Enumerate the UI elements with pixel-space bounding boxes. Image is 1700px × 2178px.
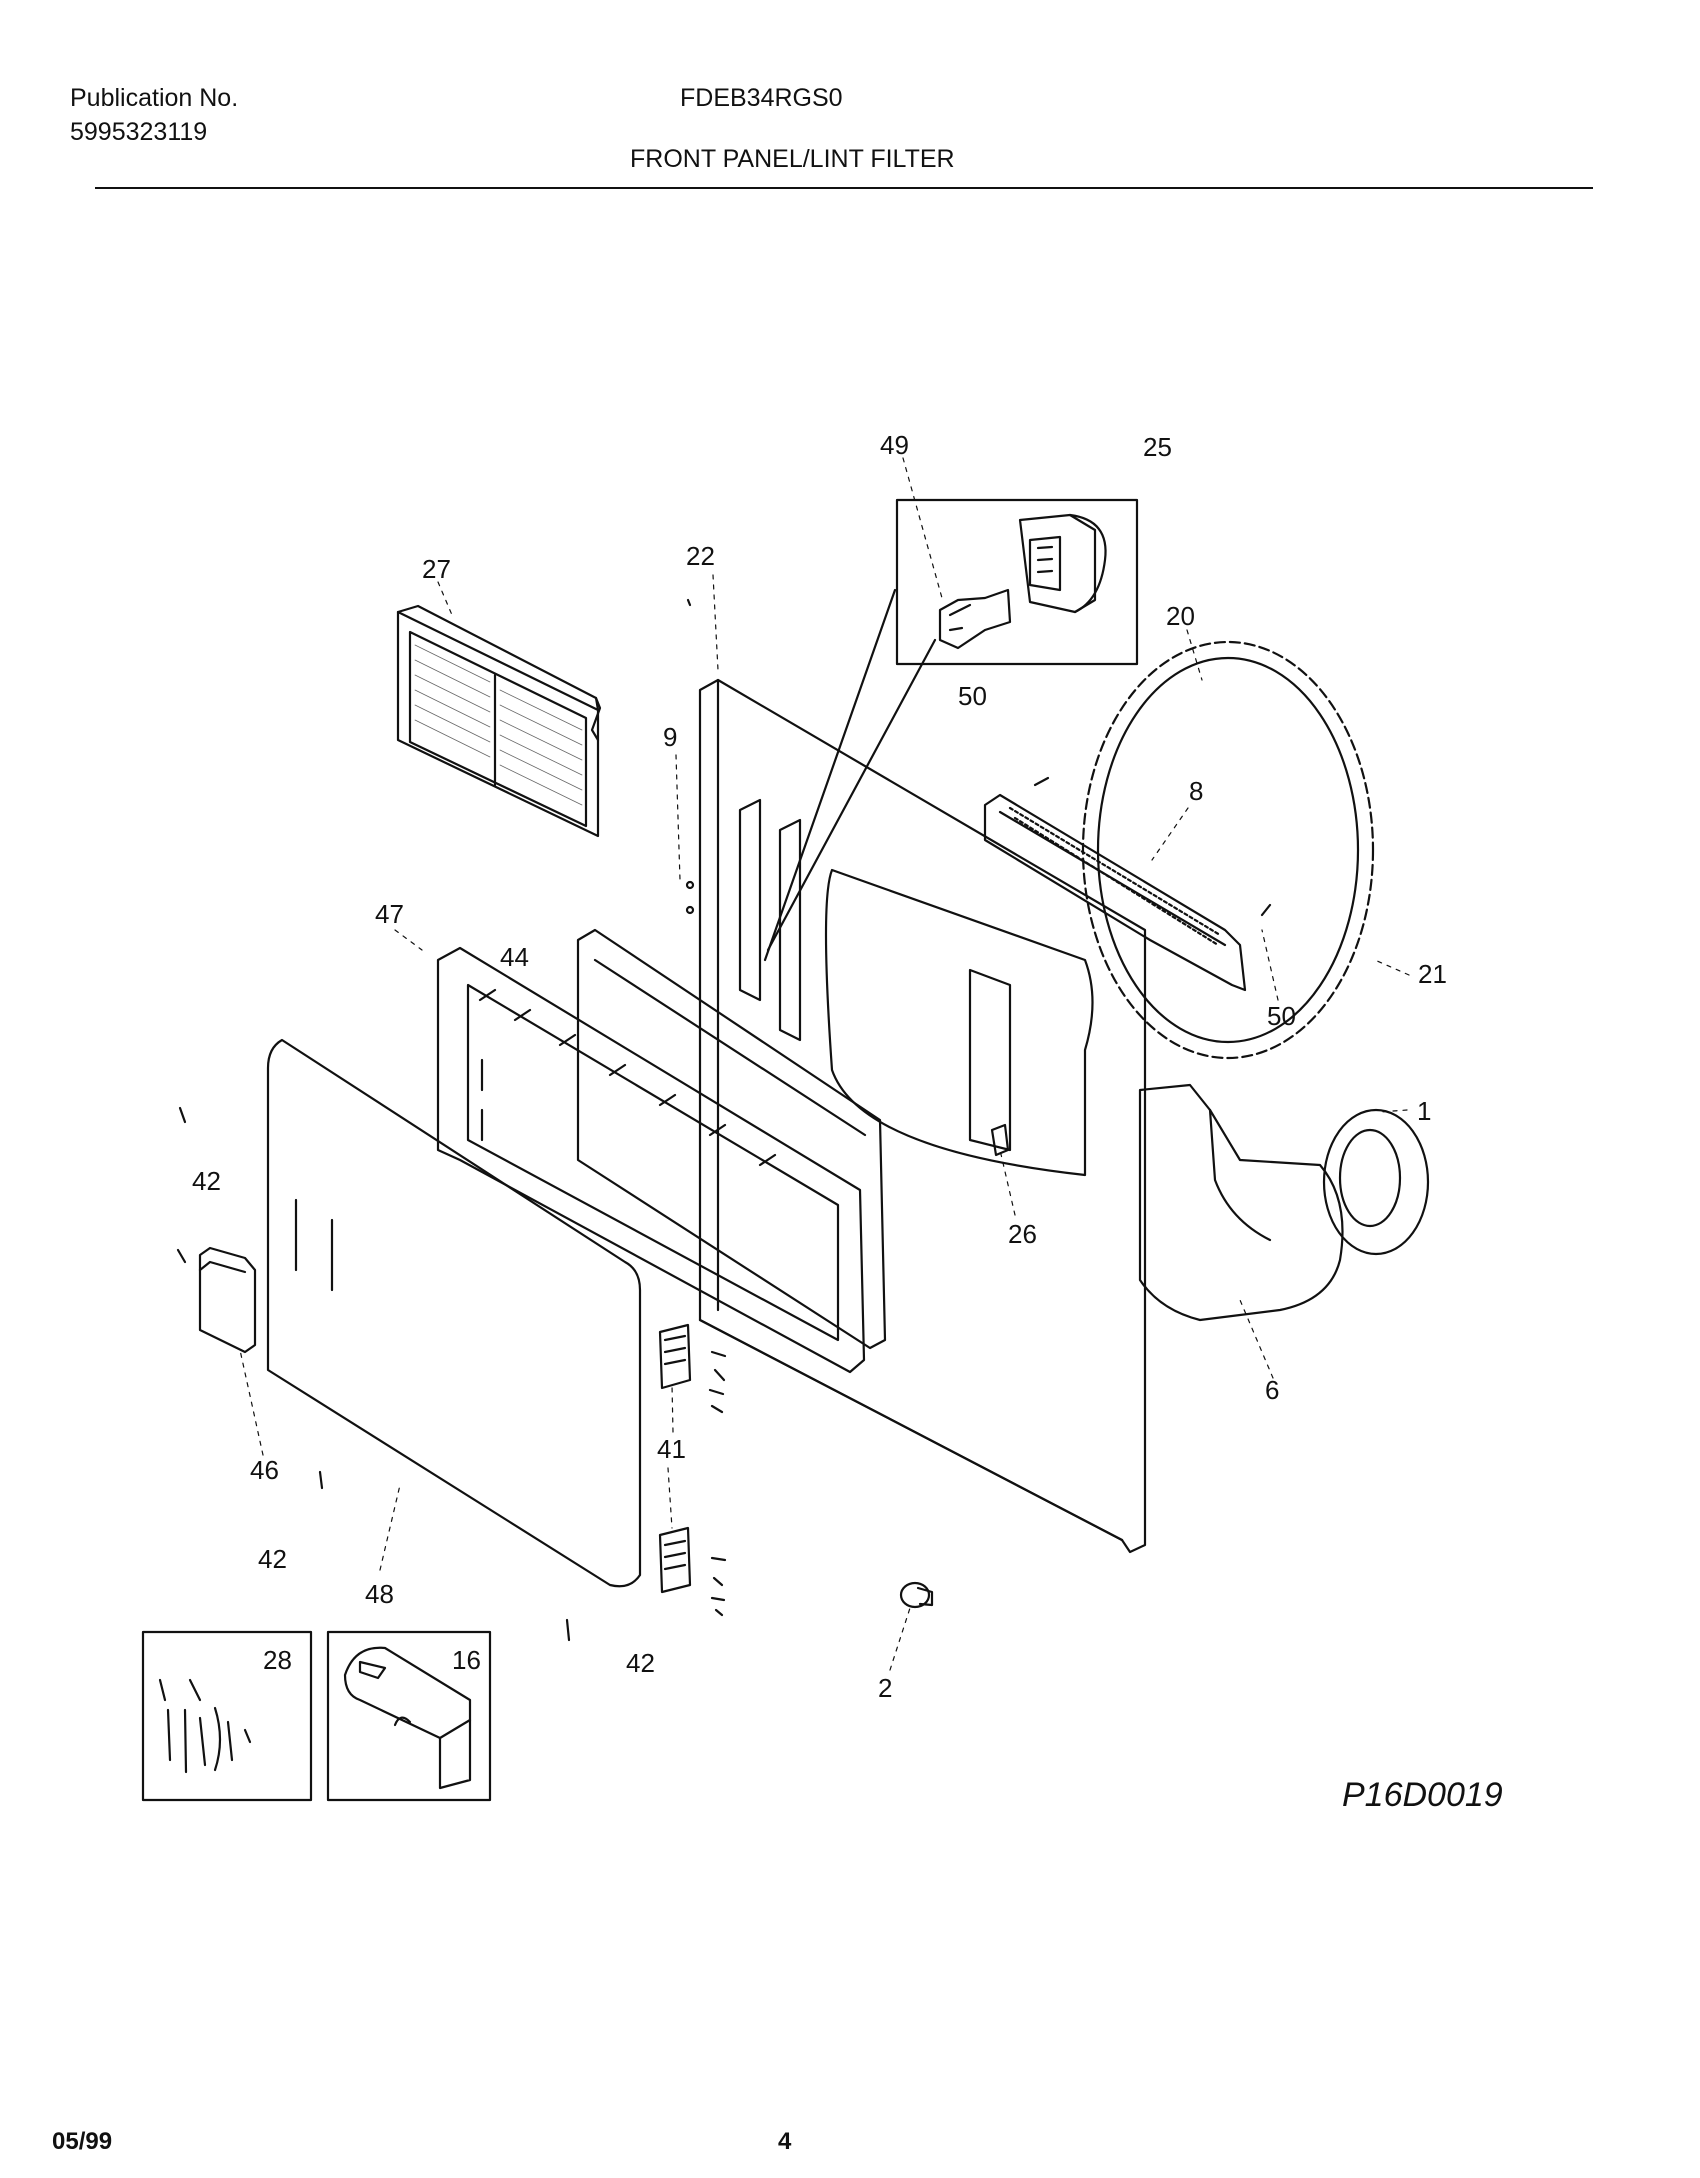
footer-page-number: 4 <box>778 2128 792 2155</box>
callout-25: 25 <box>1143 432 1172 462</box>
callout-46: 46 <box>250 1455 279 1485</box>
door-liner <box>436 946 866 1374</box>
hinge-lower <box>658 1526 692 1594</box>
outer-door <box>266 1038 642 1588</box>
knob <box>899 1581 934 1609</box>
drawing-code: P16D0019 <box>1342 1776 1503 1814</box>
model-number: FDEB34RGS0 <box>680 84 843 112</box>
lint-filter <box>396 604 602 838</box>
callout-22: 22 <box>686 541 715 571</box>
door-handle <box>198 1246 257 1354</box>
callout-9: 9 <box>663 722 677 752</box>
callout-50-top: 50 <box>958 681 987 711</box>
inset-part-28 <box>141 1630 313 1802</box>
door-inner-panel <box>576 928 887 1350</box>
callout-2: 2 <box>878 1673 892 1703</box>
inset-part-16 <box>326 1630 492 1802</box>
callout-47: 47 <box>375 899 404 929</box>
callout-42-bottom-left: 42 <box>258 1544 287 1574</box>
inset-switch-detail <box>763 498 1139 962</box>
callout-1: 1 <box>1417 1096 1431 1126</box>
blower-housing <box>1138 1083 1344 1322</box>
callout-21: 21 <box>1418 959 1447 989</box>
header-rule <box>95 187 1593 189</box>
callout-42-bottom: 42 <box>626 1648 655 1678</box>
callout-28: 28 <box>263 1645 292 1675</box>
callout-16: 16 <box>452 1645 481 1675</box>
blower-seal <box>1322 1108 1430 1256</box>
hinge-upper <box>658 1323 692 1390</box>
publication-label: Publication No. <box>70 84 239 112</box>
footer-date: 05/99 <box>52 2128 113 2155</box>
callout-48: 48 <box>365 1579 394 1609</box>
door-strike <box>990 1123 1010 1157</box>
publication-number: 5995323119 <box>70 118 208 146</box>
callout-6: 6 <box>1265 1375 1279 1405</box>
callout-42-left: 42 <box>192 1166 221 1196</box>
callout-41: 41 <box>657 1434 686 1464</box>
drum-seal-ring <box>1081 640 1375 1060</box>
callout-labels: 49 25 27 22 20 9 50 8 47 44 21 50 1 42 2… <box>192 430 1503 1814</box>
callout-27: 27 <box>422 554 451 584</box>
callout-26: 26 <box>1008 1219 1037 1249</box>
callout-49: 49 <box>880 430 909 460</box>
section-title: FRONT PANEL/LINT FILTER <box>630 145 955 173</box>
callout-8: 8 <box>1189 776 1203 806</box>
lint-duct <box>983 793 1247 992</box>
callout-20: 20 <box>1166 601 1195 631</box>
callout-50-right: 50 <box>1267 1001 1296 1031</box>
front-panel <box>698 678 1147 1554</box>
screws <box>176 598 1272 1642</box>
callout-44: 44 <box>500 942 529 972</box>
